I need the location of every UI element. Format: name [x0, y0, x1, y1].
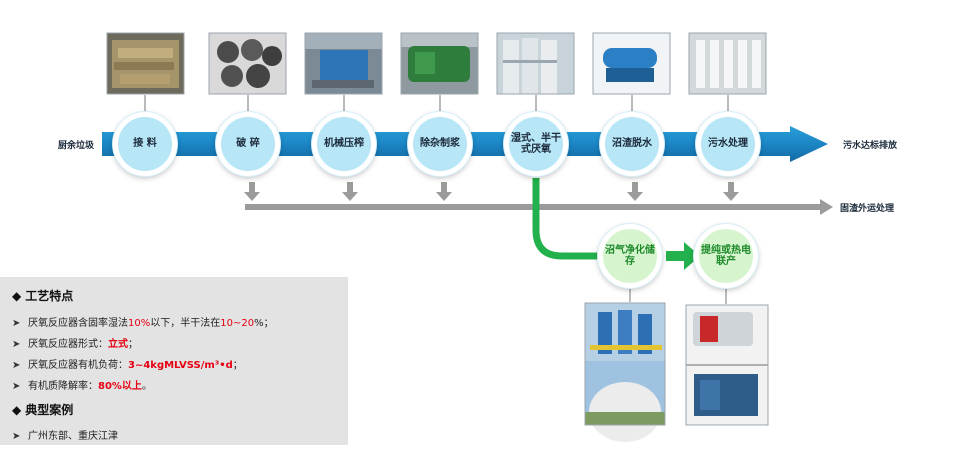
feature-item: ➤ 有机质降解率：80%以上。	[12, 377, 152, 392]
features-heading: ◆ 工艺特点	[12, 287, 73, 304]
step-node: 破 碎	[216, 112, 280, 176]
feature-item: ➤ 厌氧反应器有机负荷：3~4kgMLVSS/m³•d；	[12, 356, 243, 371]
step-label: 破 碎	[236, 138, 260, 150]
diamond-bullet-icon: ◆	[12, 289, 22, 303]
anaerobic-tank-photo	[496, 32, 575, 95]
step-node: 沼渣脱水	[600, 112, 664, 176]
shredder-photo	[208, 32, 287, 95]
cases-title: 典型案例	[25, 403, 74, 417]
pulper-photo	[400, 32, 479, 95]
text-fragment: 立式	[108, 339, 128, 350]
input-label: 厨余垃圾	[58, 141, 95, 151]
text-fragment: 厌氧反应器含固率湿法	[28, 318, 128, 329]
feature-text: 厌氧反应器形式：立式；	[28, 339, 138, 350]
green-link-head	[684, 242, 700, 270]
arrow-bullet-icon: ➤	[12, 318, 21, 329]
biogas-node: 提纯或热电联产	[694, 224, 758, 288]
text-fragment: 10%	[128, 318, 151, 329]
step-node: 机械压榨	[312, 112, 376, 176]
green-link	[666, 251, 686, 261]
biogas-label: 提纯或热电联产	[701, 244, 751, 268]
boiler-generator-photo	[685, 304, 769, 426]
features-title: 工艺特点	[25, 289, 74, 303]
down-arrow	[342, 182, 358, 201]
text-fragment: 以下，半干法在	[150, 318, 221, 329]
feature-item: ➤ 厌氧反应器含固率湿法10%以下，半干法在10~20%；	[12, 314, 274, 329]
text-fragment: 有机质降解率：	[28, 381, 98, 392]
text-fragment: 3~4kgMLVSS/m³•d	[128, 360, 233, 371]
down-arrow	[723, 182, 739, 201]
step-label: 沼渣脱水	[612, 138, 652, 150]
step-label: 湿式、半干式厌氧	[511, 132, 561, 156]
text-fragment: 。	[141, 381, 152, 392]
case-text: 广州东部、重庆江津	[28, 431, 118, 442]
text-fragment: ；	[128, 339, 138, 350]
step-label: 污水处理	[708, 138, 748, 150]
arrow-bullet-icon: ➤	[12, 431, 21, 442]
text-fragment: %；	[254, 318, 274, 329]
text-fragment: 10~20	[220, 318, 255, 329]
step-label: 机械压榨	[324, 138, 364, 150]
text-fragment: 80%以上	[98, 381, 142, 392]
down-arrow	[627, 182, 643, 201]
down-arrow	[244, 182, 260, 201]
output-label: 污水达标排放	[843, 141, 898, 151]
biogas-arrow	[532, 178, 600, 260]
step-node: 湿式、半干式厌氧	[504, 112, 568, 176]
step-label: 除杂制浆	[420, 138, 460, 150]
text-fragment: 广州东部、重庆江津	[28, 431, 118, 442]
step-node: 除杂制浆	[408, 112, 472, 176]
residue-arrowhead	[820, 199, 833, 215]
feature-text: 厌氧反应器有机负荷：3~4kgMLVSS/m³•d；	[28, 360, 243, 371]
step-node: 污水处理	[696, 112, 760, 176]
feature-text: 有机质降解率：80%以上。	[28, 381, 152, 392]
text-fragment: 厌氧反应器有机负荷：	[28, 360, 128, 371]
features-panel: ◆ 工艺特点 ➤ 厌氧反应器含固率湿法10%以下，半干法在10~20%； ➤ 厌氧反…	[0, 277, 348, 445]
case-item: ➤ 广州东部、重庆江津	[12, 427, 118, 442]
cases-heading: ◆ 典型案例	[12, 401, 73, 418]
biogas-label: 沼气净化储存	[605, 244, 655, 268]
arrow-bullet-icon: ➤	[12, 339, 21, 350]
centrifuge-photo	[592, 32, 671, 95]
arrow-bullet-icon: ➤	[12, 381, 21, 392]
feature-text: 厌氧反应器含固率湿法10%以下，半干法在10~20%；	[28, 318, 274, 329]
press-machine-photo	[304, 32, 383, 95]
down-arrow	[436, 182, 452, 201]
gas-holder-photo	[584, 302, 666, 442]
diamond-bullet-icon: ◆	[12, 403, 22, 417]
feature-item: ➤ 厌氧反应器形式：立式；	[12, 335, 138, 350]
arrow-bullet-icon: ➤	[12, 360, 21, 371]
step-label: 接 料	[133, 138, 157, 150]
text-fragment: ；	[232, 360, 243, 371]
garbage-pit-photo	[106, 32, 185, 95]
biogas-node: 沼气净化储存	[598, 224, 662, 288]
text-fragment: 厌氧反应器形式：	[28, 339, 108, 350]
water-treatment-photo	[688, 32, 767, 95]
step-node: 接 料	[113, 112, 177, 176]
residue-label: 固渣外运处理	[840, 204, 895, 214]
